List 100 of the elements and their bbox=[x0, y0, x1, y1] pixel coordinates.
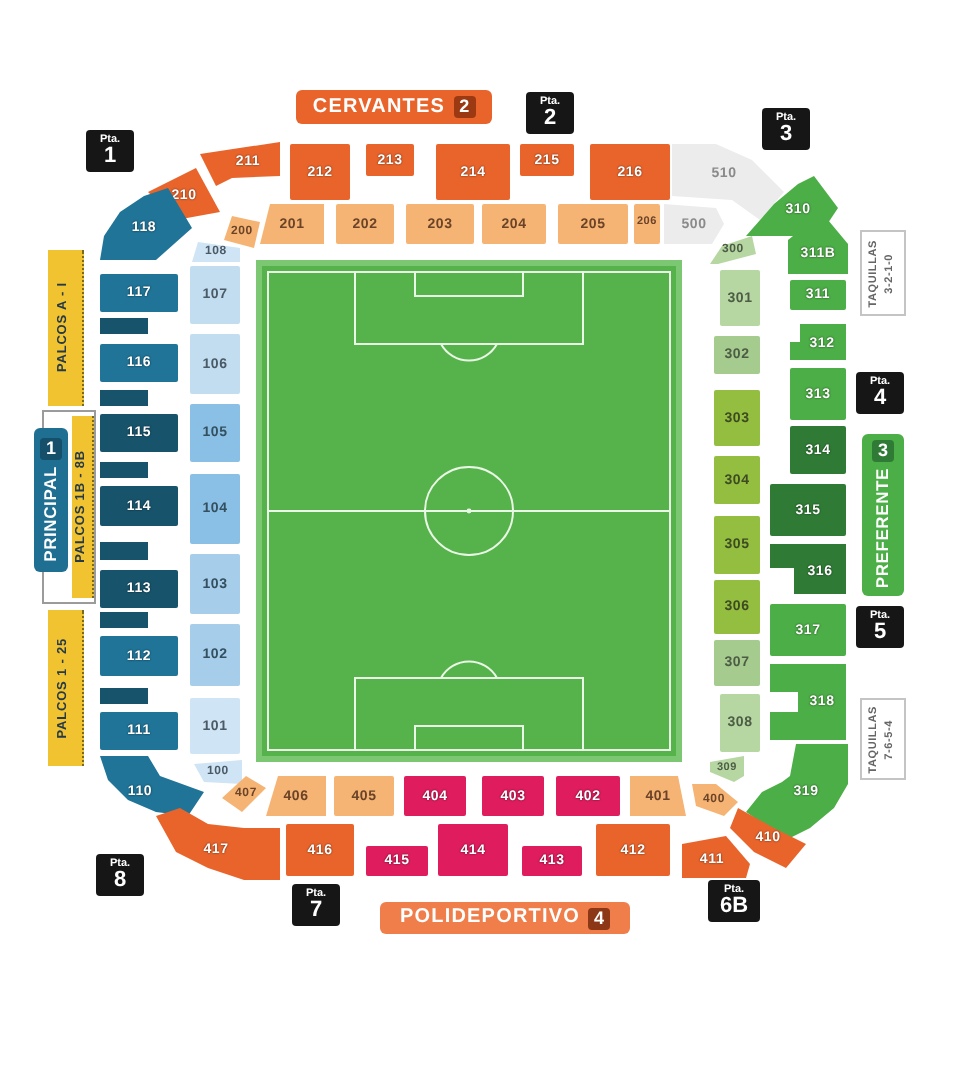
seating-section bbox=[100, 274, 178, 312]
seating-section bbox=[770, 664, 846, 740]
ticket-office-sign bbox=[860, 230, 906, 316]
seating-section bbox=[710, 236, 756, 264]
gate-marker bbox=[762, 108, 810, 150]
seating-section bbox=[664, 204, 724, 244]
seating-section bbox=[406, 204, 474, 244]
seating-section bbox=[190, 404, 240, 462]
gate-marker bbox=[856, 606, 904, 648]
seating-section bbox=[366, 144, 414, 176]
seating-section bbox=[714, 580, 760, 634]
seating-section bbox=[192, 242, 240, 262]
stand-name: PREFERENTE bbox=[874, 468, 892, 590]
seating-section bbox=[790, 368, 846, 420]
seating-section bbox=[714, 516, 760, 574]
seating-section bbox=[290, 144, 350, 200]
ticket-office-sign bbox=[860, 698, 906, 780]
gate-number: 1 bbox=[103, 146, 117, 168]
seating-section bbox=[190, 266, 240, 324]
seating-section bbox=[190, 334, 240, 394]
seating-section bbox=[190, 554, 240, 614]
seating-section bbox=[100, 414, 178, 452]
gate-number: 6B bbox=[719, 896, 749, 918]
seating-section bbox=[436, 144, 510, 200]
seating-section bbox=[336, 204, 394, 244]
gate-marker bbox=[96, 854, 144, 896]
stand-name: POLIDEPORTIVO bbox=[399, 908, 581, 928]
seating-section bbox=[714, 336, 760, 374]
gate-number: 4 bbox=[873, 388, 887, 410]
seating-section bbox=[714, 390, 760, 446]
stand-label bbox=[380, 902, 630, 934]
seating-section bbox=[100, 542, 148, 560]
seating-section bbox=[770, 544, 846, 594]
seating-section bbox=[200, 142, 280, 186]
seating-section bbox=[596, 824, 670, 876]
seating-section bbox=[730, 808, 806, 868]
box-seats-block bbox=[48, 610, 84, 766]
seating-section bbox=[190, 624, 240, 686]
seating-section bbox=[790, 324, 846, 360]
gate-number: 5 bbox=[873, 622, 887, 644]
seating-section bbox=[520, 144, 574, 176]
seating-section bbox=[100, 318, 148, 334]
gate-number: 3 bbox=[779, 124, 793, 146]
seating-section bbox=[438, 824, 508, 876]
seating-section bbox=[720, 270, 760, 326]
gate-number: 8 bbox=[113, 870, 127, 892]
stand-label bbox=[862, 434, 904, 596]
seating-section bbox=[714, 640, 760, 686]
stand-label bbox=[296, 90, 492, 124]
stand-name: PRINCIPAL bbox=[42, 466, 60, 562]
box-seats-block bbox=[72, 416, 94, 598]
seating-section bbox=[190, 474, 240, 544]
seating-section bbox=[100, 344, 178, 382]
seating-section bbox=[224, 216, 260, 248]
seating-section bbox=[100, 688, 148, 704]
seating-section bbox=[630, 776, 686, 816]
stand-label bbox=[34, 428, 68, 572]
seating-section bbox=[156, 808, 280, 880]
seating-section bbox=[770, 484, 846, 536]
seating-section bbox=[522, 846, 582, 876]
seating-section bbox=[404, 776, 466, 816]
seating-section bbox=[194, 760, 242, 784]
seating-section bbox=[590, 144, 670, 200]
seating-section bbox=[790, 426, 846, 474]
seating-section bbox=[334, 776, 394, 816]
seating-section bbox=[682, 836, 750, 878]
seating-section bbox=[556, 776, 620, 816]
seating-section bbox=[366, 846, 428, 876]
seating-section bbox=[720, 694, 760, 752]
seating-section bbox=[482, 204, 546, 244]
seating-section bbox=[788, 220, 848, 274]
seating-section bbox=[634, 204, 660, 244]
seating-section bbox=[222, 776, 266, 812]
stand-number-tag: 1 bbox=[39, 438, 62, 461]
seating-section bbox=[482, 776, 544, 816]
seating-section bbox=[558, 204, 628, 244]
gate-marker bbox=[292, 884, 340, 926]
stand-number-tag: 3 bbox=[871, 440, 894, 463]
stand-name: CERVANTES bbox=[312, 97, 446, 117]
seating-section bbox=[710, 756, 744, 782]
gate-marker bbox=[708, 880, 760, 922]
seating-section bbox=[692, 784, 738, 816]
seating-section bbox=[190, 698, 240, 754]
seating-section bbox=[746, 744, 848, 840]
seating-section bbox=[100, 756, 204, 816]
gate-marker bbox=[526, 92, 574, 134]
gate-marker bbox=[86, 130, 134, 172]
seating-section bbox=[714, 456, 760, 504]
seating-section bbox=[100, 486, 178, 526]
box-seats-block bbox=[48, 250, 84, 406]
seating-section bbox=[100, 712, 178, 750]
gate-marker bbox=[856, 372, 904, 414]
seating-section bbox=[100, 390, 148, 406]
seating-section bbox=[100, 612, 148, 628]
stand-number-tag: 4 bbox=[588, 907, 611, 929]
seating-section bbox=[100, 188, 192, 260]
seating-section bbox=[790, 280, 846, 310]
seating-section bbox=[770, 604, 846, 656]
gate-number: 2 bbox=[543, 108, 557, 130]
seating-section bbox=[100, 636, 178, 676]
